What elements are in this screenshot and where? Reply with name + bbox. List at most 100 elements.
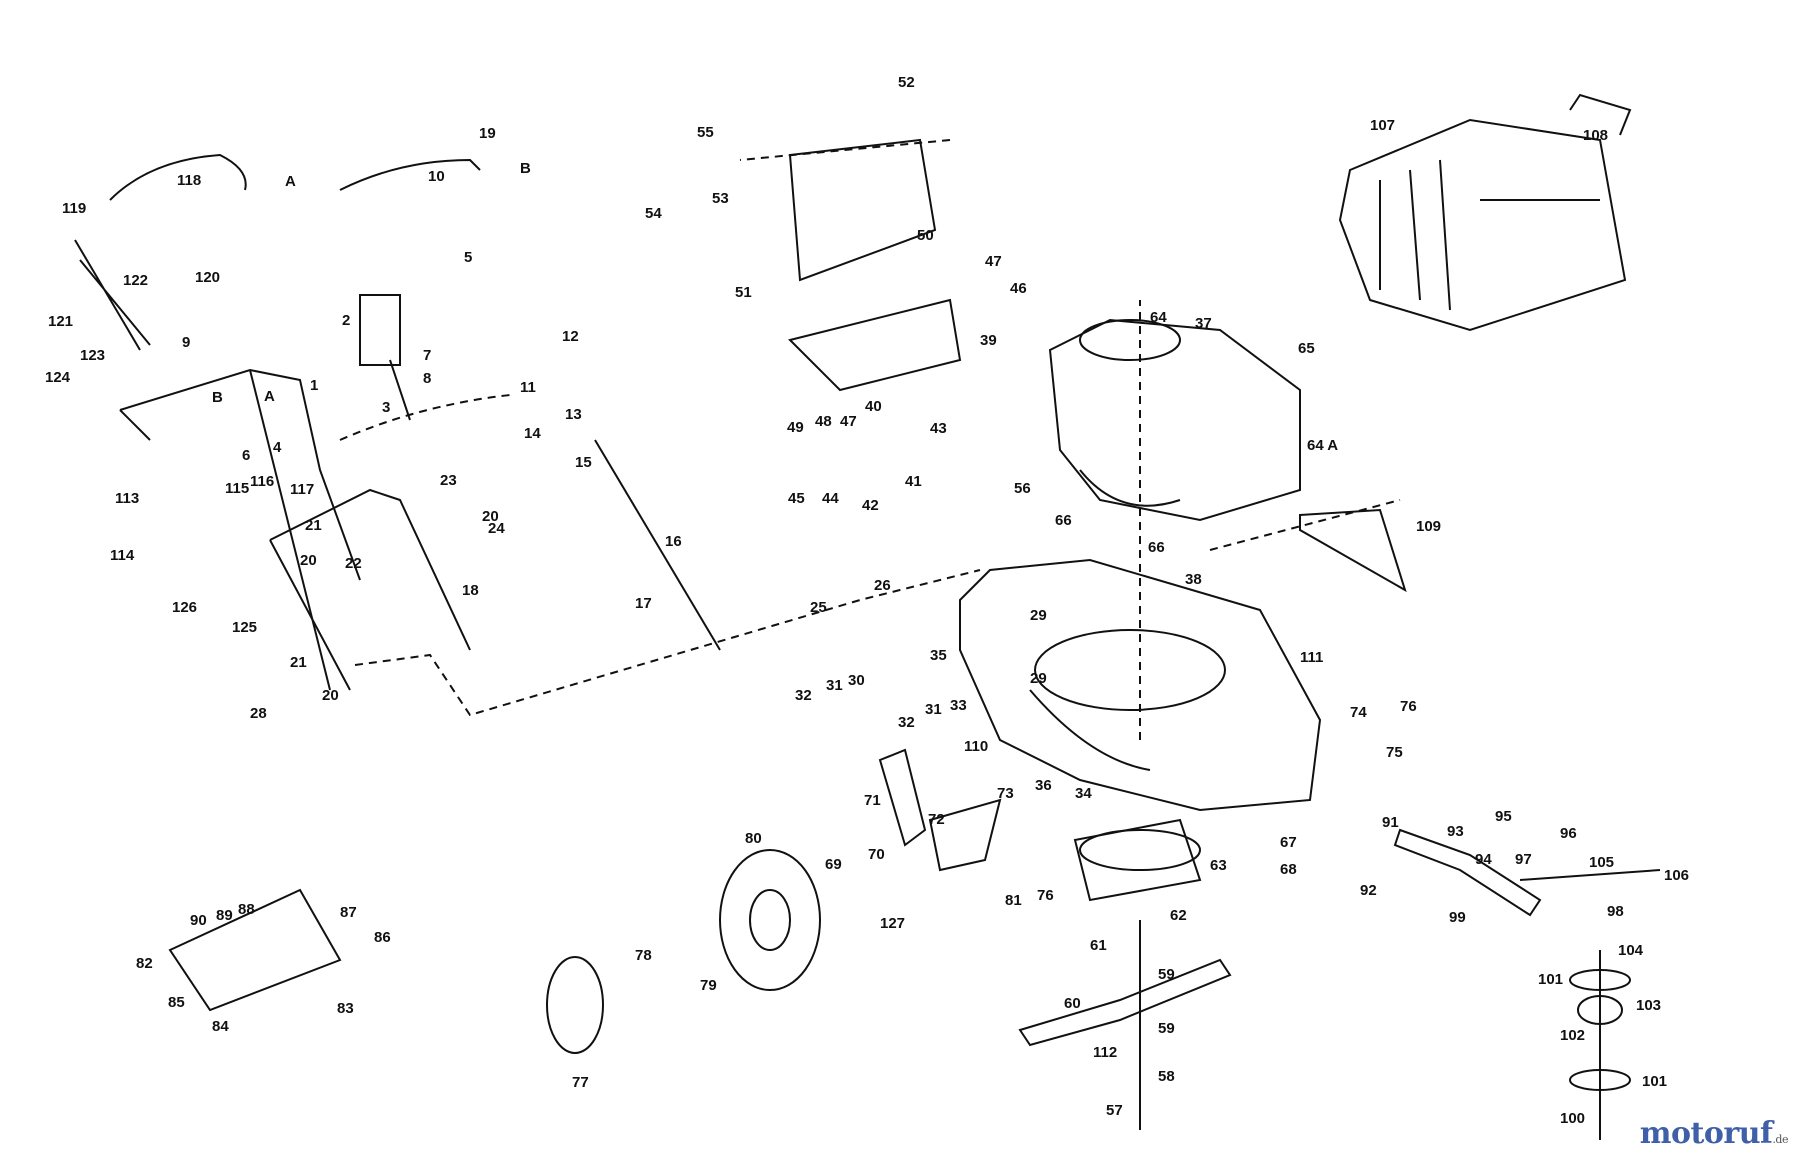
label-98: 98 [1607, 903, 1624, 920]
label-42: 42 [862, 497, 879, 514]
label-51: 51 [735, 284, 752, 301]
label-55: 55 [697, 124, 714, 141]
label-28: 28 [250, 705, 267, 722]
label-b2: B [212, 389, 223, 406]
label-125: 125 [232, 619, 257, 636]
label-109: 109 [1416, 518, 1441, 535]
label-4: 4 [273, 439, 282, 456]
label-113: 113 [115, 490, 139, 507]
label-116: 116 [250, 473, 274, 490]
label-41: 41 [905, 473, 922, 490]
label-101b: 101 [1642, 1073, 1667, 1090]
label-66: 66 [1055, 512, 1072, 529]
label-104: 104 [1618, 942, 1644, 959]
label-21b: 21 [290, 654, 307, 671]
label-94: 94 [1475, 851, 1492, 868]
leader-line [739, 139, 1401, 740]
label-18: 18 [462, 582, 479, 599]
label-53: 53 [712, 190, 729, 207]
label-11: 11 [520, 379, 536, 396]
label-63: 63 [1210, 857, 1227, 874]
label-74: 74 [1350, 704, 1367, 721]
label-93: 93 [1447, 823, 1464, 840]
label-111: 111 [1300, 649, 1323, 666]
discharge-flap-50 [788, 138, 937, 282]
label-105: 105 [1589, 854, 1614, 871]
label-124: 124 [45, 369, 71, 386]
label-45: 45 [788, 490, 805, 507]
label-110: 110 [964, 738, 988, 755]
label-119: 119 [62, 200, 86, 217]
rod-16 [594, 439, 721, 651]
label-76: 76 [1400, 698, 1417, 715]
label-3: 3 [382, 399, 390, 416]
label-16: 16 [665, 533, 682, 550]
label-70: 70 [868, 846, 885, 863]
label-56: 56 [1014, 480, 1031, 497]
label-71: 71 [864, 792, 881, 809]
label-78: 78 [635, 947, 652, 964]
label-82: 82 [136, 955, 153, 972]
label-14: 14 [524, 425, 541, 442]
label-52: 52 [898, 74, 915, 91]
label-33: 33 [950, 697, 967, 714]
bracket-2 [359, 294, 401, 366]
label-19: 19 [479, 125, 496, 142]
spindle-adapter-63 [1073, 818, 1202, 902]
label-34: 34 [1075, 785, 1092, 802]
label-106: 106 [1664, 867, 1689, 884]
label-44: 44 [822, 490, 839, 507]
label-118: 118 [177, 172, 201, 189]
label-80: 80 [745, 830, 762, 847]
lower-handle [269, 488, 471, 691]
label-69: 69 [825, 856, 842, 873]
label-31: 31 [826, 677, 843, 694]
label-81: 81 [1005, 892, 1022, 909]
label-60: 60 [1064, 995, 1081, 1012]
label-6: 6 [242, 447, 250, 464]
label-126: 126 [172, 599, 197, 616]
label-20b: 20 [322, 687, 339, 704]
label-99: 99 [1449, 909, 1466, 926]
label-75: 75 [1386, 744, 1403, 761]
label-2: 2 [342, 312, 350, 329]
leader-line [339, 394, 981, 717]
hubcap-77 [546, 956, 604, 1054]
label-67: 67 [1280, 834, 1297, 851]
label-b1: B [520, 160, 531, 177]
cable-118 [109, 153, 247, 201]
callout-labels: 1 2 3 4 5 6 7 8 9 10 11 12 13 14 15 16 1… [45, 74, 1689, 1127]
label-39: 39 [980, 332, 997, 349]
wheel-80 [719, 849, 821, 991]
label-23: 23 [440, 472, 457, 489]
label-96: 96 [1560, 825, 1577, 842]
label-79: 79 [700, 977, 717, 994]
label-8: 8 [423, 370, 431, 387]
label-89: 89 [216, 907, 233, 924]
label-58: 58 [1158, 1068, 1175, 1085]
label-85: 85 [168, 994, 185, 1011]
label-92: 92 [1360, 882, 1377, 899]
label-26: 26 [874, 577, 891, 594]
label-86: 86 [374, 929, 391, 946]
label-57: 57 [1106, 1102, 1123, 1119]
label-103: 103 [1636, 997, 1661, 1014]
axle-plate-98 [1393, 828, 1542, 917]
label-68: 68 [1280, 861, 1297, 878]
blade-60 [1018, 958, 1232, 1047]
label-5: 5 [464, 249, 472, 266]
label-59b: 59 [1158, 1020, 1175, 1037]
label-101: 101 [1538, 971, 1563, 988]
label-12: 12 [562, 328, 579, 345]
label-35: 35 [930, 647, 947, 664]
mower-deck-38 [959, 558, 1322, 812]
label-102: 102 [1560, 1027, 1585, 1044]
plate-82 [168, 888, 342, 1012]
label-47b: 47 [840, 413, 857, 430]
height-lever-71 [878, 748, 927, 847]
label-10: 10 [428, 168, 445, 185]
label-83: 83 [337, 1000, 354, 1017]
label-61: 61 [1090, 937, 1107, 954]
